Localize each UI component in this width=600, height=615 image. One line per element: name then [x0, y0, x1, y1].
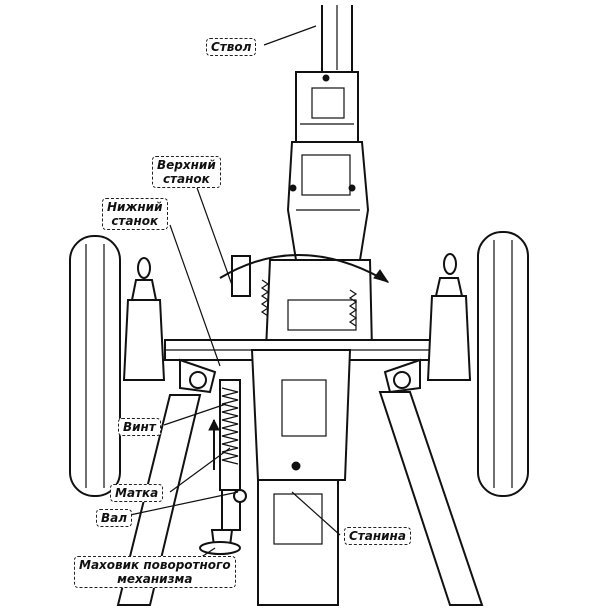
label-upper-carriage-line2: станок [162, 172, 210, 186]
upper-carriage [231, 141, 374, 351]
label-lower-carriage-line1: Нижний [107, 200, 163, 214]
label-screw: Винт [118, 418, 161, 436]
left-wheel [69, 235, 166, 497]
barrel [295, 5, 359, 143]
label-upper-carriage-line1: Верхний [157, 158, 216, 172]
traversing-mechanism [199, 379, 247, 555]
label-handwheel: Маховик поворотного механизма [74, 556, 236, 588]
label-shaft: Вал [96, 509, 133, 527]
label-lower-carriage: Нижний станок [102, 198, 168, 230]
rotation-arrow [219, 254, 390, 283]
label-nut: Матка [110, 484, 164, 502]
label-trail: Станина [344, 527, 411, 545]
label-barrel: Ствол [206, 38, 257, 56]
right-wheel [426, 231, 529, 497]
label-lower-carriage-line2: станок [111, 214, 159, 228]
label-upper-carriage: Верхний станок [152, 156, 221, 188]
label-handwheel-line2: механизма [117, 572, 193, 586]
label-handwheel-line1: Маховик поворотного [79, 558, 231, 572]
central-body [250, 349, 352, 606]
